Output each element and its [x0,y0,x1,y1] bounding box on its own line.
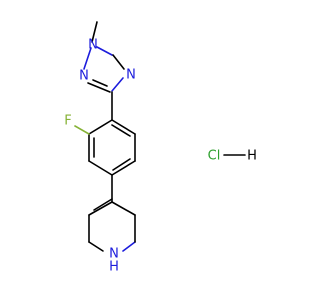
bond-thp-4 [122,241,136,252]
bond-benzene-1 [88,119,113,135]
chemical-structure: N N N F N H Cl H [64,21,257,275]
bond-c5-n4 [112,54,125,70]
salt-chlorine: Cl [208,149,221,164]
bond-n4-c3 [111,77,124,92]
bond-thp-1-inner [93,198,113,211]
atom-nh: N [109,247,119,262]
atom-n-triazole-left: N [79,69,89,84]
salt-hydrogen: H [247,149,257,164]
bond-thp-1 [88,201,113,216]
atom-n-triazole-right: N [126,68,136,83]
bond-n2-c3-inner [92,79,108,87]
bond-n1-c5 [96,46,113,56]
bond-benzene-inner-bottom [112,158,131,171]
bond-benzene-4 [111,160,136,176]
bond-benzene-inner-top [111,124,131,137]
bond-benzene-3 [88,160,113,176]
bond-benzene-6 [111,119,136,135]
atom-nh-hydrogen: H [109,260,119,275]
bond-n1-n2 [83,47,92,70]
bond-n2-c3 [87,82,111,93]
bond-methyl-n [91,21,98,43]
structure-canvas: N N N F N H Cl H [64,21,257,275]
bond-fluorine [74,125,90,135]
bond-thp-3 [88,241,104,252]
bond-thp-6 [111,201,136,216]
atom-n-methyl: N [88,38,98,53]
atom-fluorine: F [64,114,71,129]
